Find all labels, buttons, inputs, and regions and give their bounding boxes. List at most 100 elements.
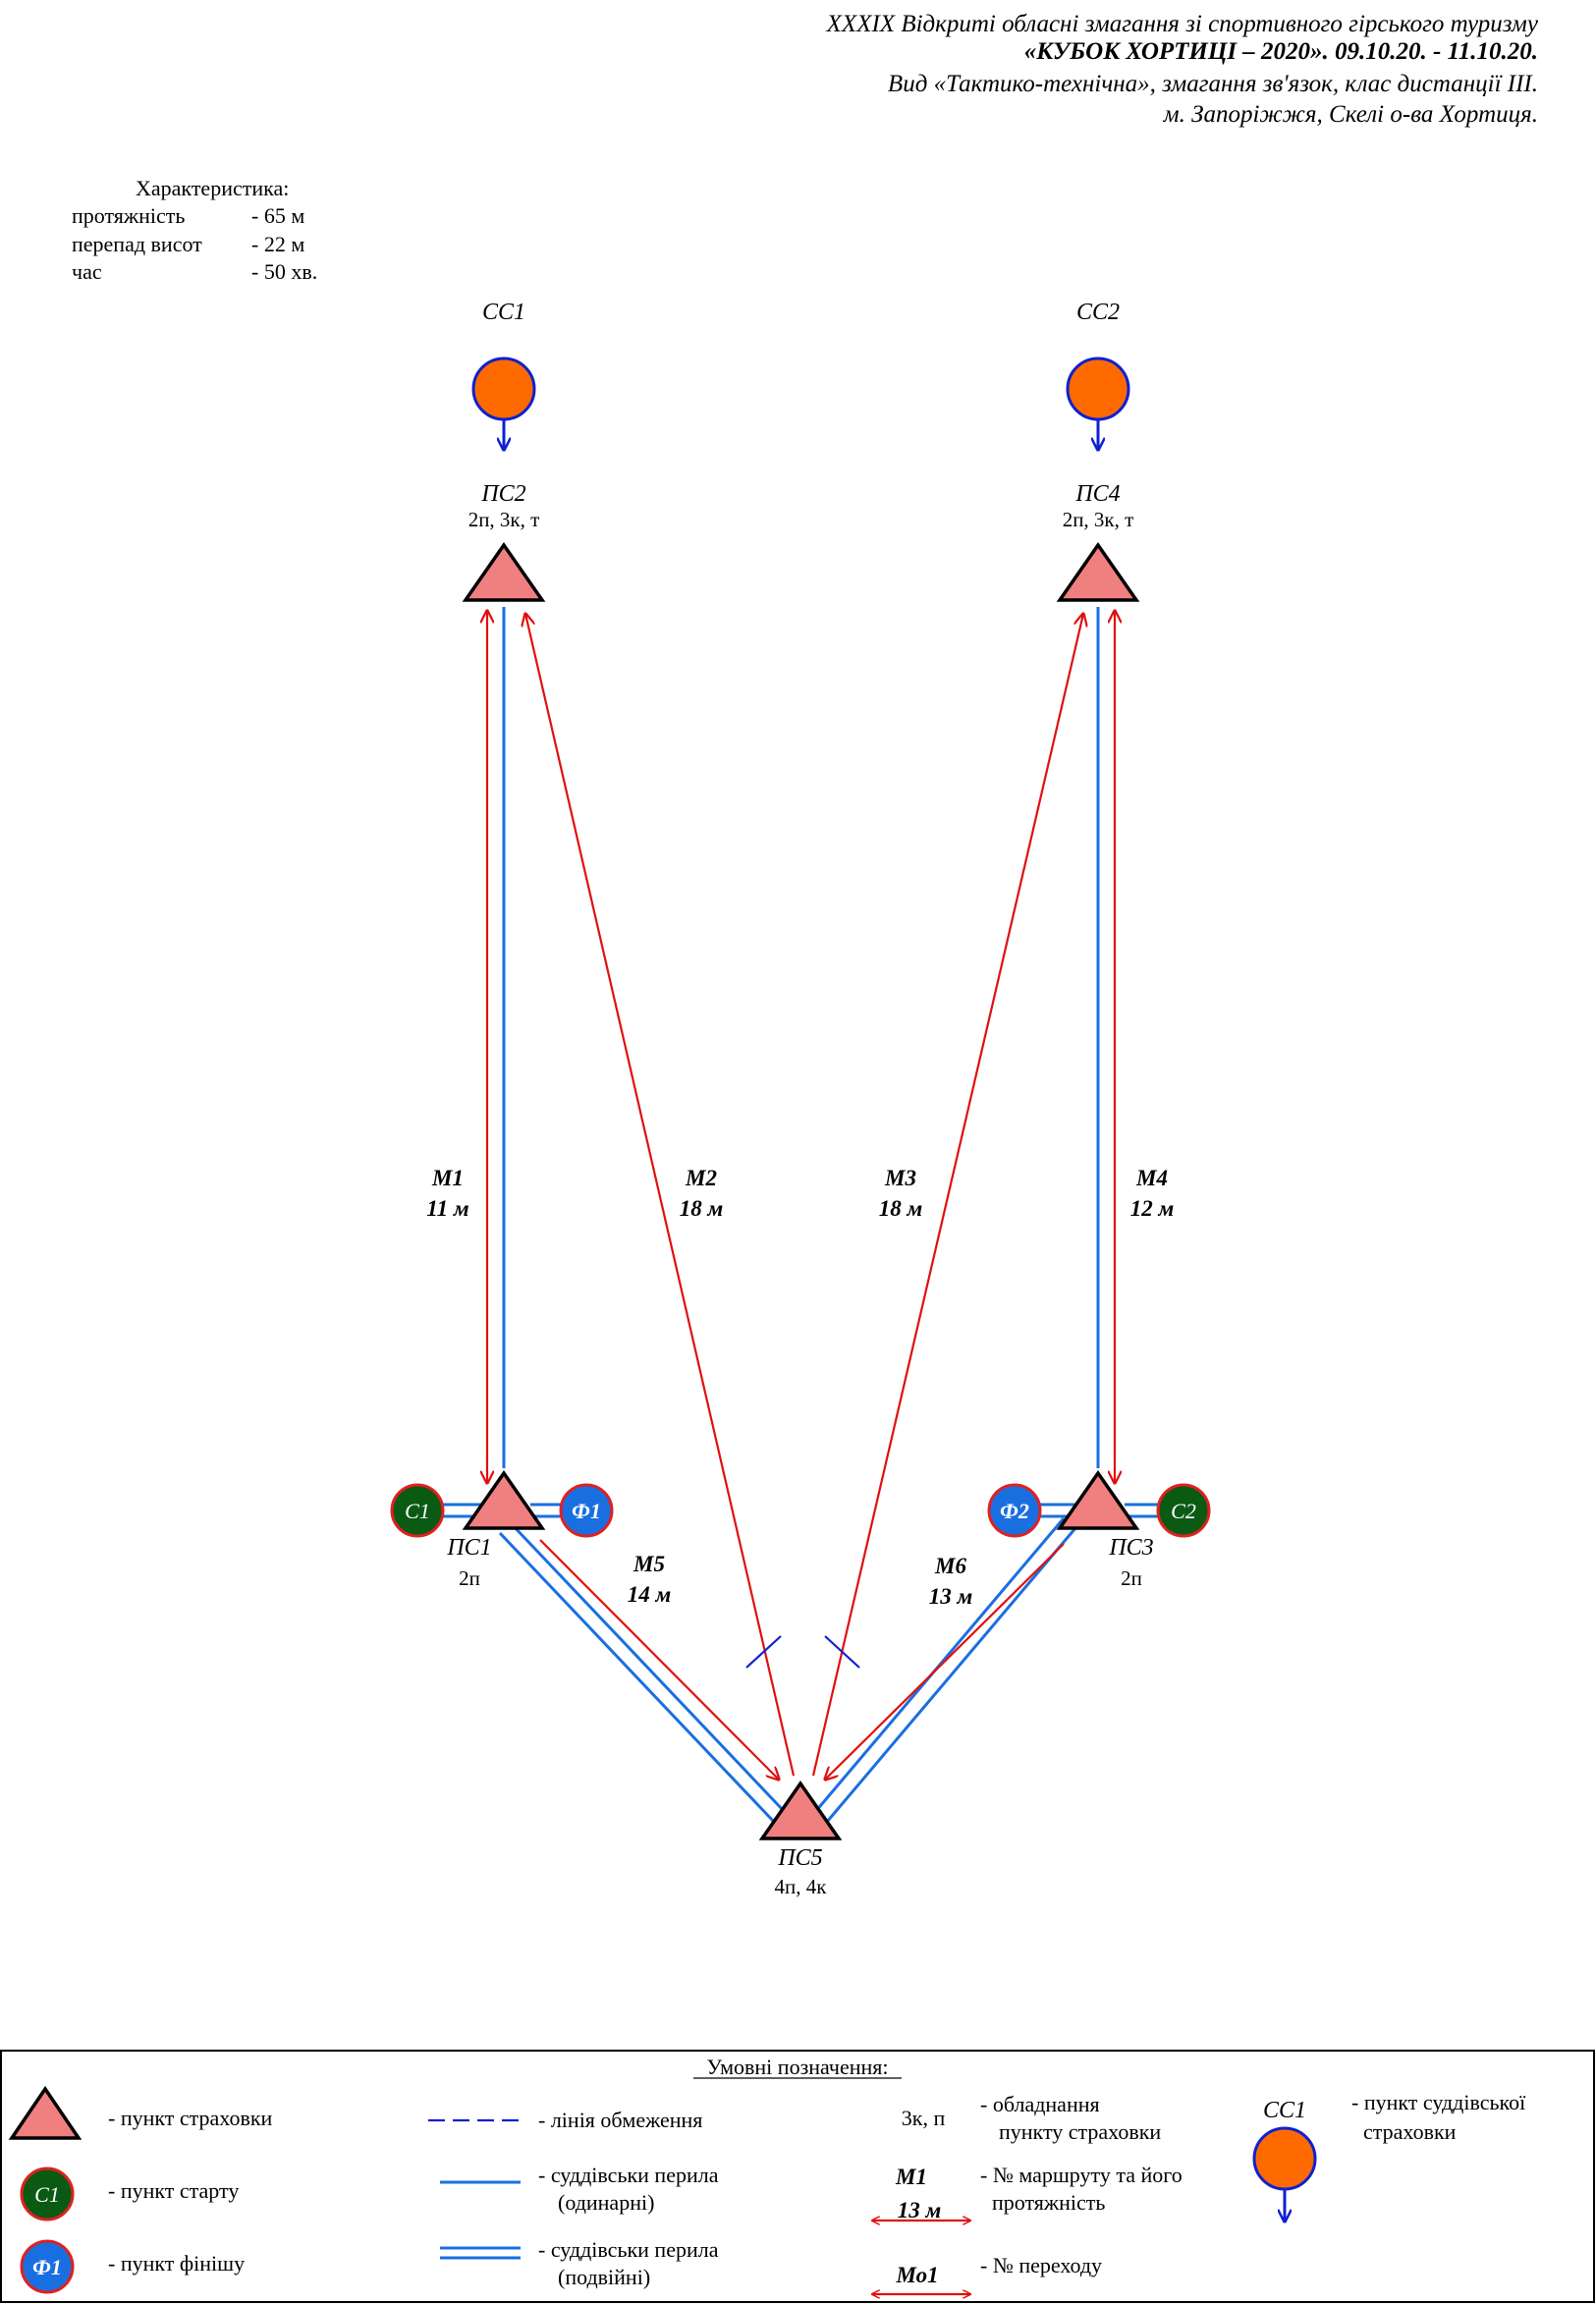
- ps3-equipment: 2п: [1121, 1566, 1142, 1590]
- ps2-equipment: 2п, 3к, т: [468, 508, 540, 531]
- route-m4-name: М4: [1135, 1166, 1168, 1190]
- ss2-label: СС2: [1076, 300, 1120, 325]
- legend-route-text-2: протяжність: [992, 2190, 1105, 2215]
- ps3-label: ПС3: [1108, 1535, 1153, 1561]
- rail-ps1-ps5-b: [498, 1531, 776, 1824]
- routes: [487, 611, 1115, 1780]
- ss1-label: СС1: [482, 300, 525, 325]
- judge-point-ss1: [471, 357, 536, 450]
- route-labels: М1 11 м М2 18 м М3 18 м М4 12 м М5 14 м …: [426, 1166, 1174, 1609]
- legend-start-text: - пункт старту: [108, 2178, 239, 2203]
- finish-f1: Ф1: [559, 1483, 614, 1538]
- header-line-2: «КУБОК ХОРТИЦІ – 2020». 09.10.20. - 11.1…: [1024, 38, 1538, 65]
- route-m6-name: М6: [934, 1554, 966, 1578]
- finish-f2: Ф2: [987, 1483, 1042, 1538]
- char-label-length: протяжність: [72, 203, 185, 228]
- finish-label-f1: Ф1: [572, 1499, 601, 1523]
- start-label-c2: С2: [1171, 1499, 1196, 1523]
- legend-frame: [0, 2050, 1595, 2303]
- route-m3-arrow: [811, 614, 1083, 1777]
- legend-restriction-text: - лінія обмеження: [538, 2108, 702, 2132]
- header-line-4: м. Запоріжжя, Скелі о-ва Хортиця.: [1163, 101, 1538, 128]
- route-m1-length: 11 м: [426, 1196, 468, 1221]
- route-m5-length: 14 м: [628, 1582, 672, 1607]
- header: XXXIX Відкриті обласні змагання зі спорт…: [826, 11, 1539, 128]
- ps5-equipment: 4п, 4к: [775, 1875, 828, 1898]
- legend-judge-circle: [1252, 2126, 1317, 2191]
- insurance-points: [462, 541, 1140, 1840]
- legend-double-rail-text-1: - суддівськи перила: [538, 2237, 719, 2262]
- route-m3-name: М3: [884, 1166, 916, 1190]
- start-circle-c2: [1156, 1483, 1211, 1538]
- legend-equipment-sample: 3к, п: [902, 2106, 946, 2130]
- legend-title: Умовні позначення:: [706, 2055, 888, 2079]
- ps3-triangle: [1056, 1469, 1140, 1530]
- char-value-elevation: - 22 м: [251, 232, 304, 256]
- judge-rails: [440, 607, 1164, 1824]
- restriction-line-left: [745, 1635, 782, 1669]
- legend-equipment-text-1: - обладнання: [980, 2092, 1100, 2116]
- legend-finish-circle: [20, 2239, 75, 2294]
- header-line-3: Вид «Тактико-технічна», змагання зв'язок…: [888, 71, 1538, 97]
- legend-route-sample-name: М1: [895, 2165, 927, 2189]
- finish-circle-f1: [559, 1483, 614, 1538]
- legend-single-rail-text-2: (одинарні): [558, 2190, 654, 2215]
- node-labels: СС1 СС2 ПС2 2п, 3к, т ПС4 2п, 3к, т ПС1 …: [446, 300, 1153, 1898]
- legend-transition-sample: Мо1: [895, 2263, 938, 2287]
- start-circle-c1: [390, 1483, 445, 1538]
- ps1-triangle: [462, 1469, 546, 1530]
- legend-finish-sample: Ф1: [32, 2255, 62, 2279]
- legend-start-sample: С1: [34, 2182, 60, 2207]
- ps1-label: ПС1: [446, 1535, 491, 1561]
- rail-ps1-ps5-a: [509, 1521, 787, 1814]
- ps2-triangle: [462, 541, 546, 602]
- judge-point-ss2: [1066, 357, 1130, 450]
- char-label-elevation: перепад висот: [72, 232, 202, 256]
- start-c1: С1: [390, 1483, 445, 1538]
- route-m2-length: 18 м: [680, 1196, 724, 1221]
- char-label-time: час: [72, 259, 102, 284]
- legend-judge-text-1: - пункт суддівської: [1351, 2090, 1526, 2114]
- route-m1-name: М1: [431, 1166, 464, 1190]
- legend-transition-text: - № переходу: [980, 2253, 1102, 2277]
- restriction-line-right: [824, 1635, 860, 1669]
- ps4-label: ПС4: [1074, 481, 1120, 507]
- route-m6-arrow: [825, 1543, 1065, 1780]
- finish-label-f2: Ф2: [1000, 1499, 1029, 1523]
- route-m4-length: 12 м: [1130, 1196, 1175, 1221]
- route-m2-name: М2: [685, 1166, 717, 1190]
- route-m5-arrow: [539, 1539, 779, 1780]
- judge-circle-ss2: [1066, 357, 1130, 421]
- route-m2-arrow: [525, 614, 796, 1777]
- ps4-triangle: [1056, 541, 1140, 602]
- judge-circle-ss1: [471, 357, 536, 421]
- route-m3-length: 18 м: [879, 1196, 923, 1221]
- legend-judge-text-2: страховки: [1363, 2119, 1457, 2144]
- legend-insurance-triangle: [8, 2085, 83, 2140]
- legend-route-text-1: - № маршруту та його: [980, 2163, 1183, 2187]
- ps5-label: ПС5: [777, 1845, 822, 1871]
- legend-single-rail-text-1: - суддівськи перила: [538, 2163, 719, 2187]
- start-c2: С2: [1156, 1483, 1211, 1538]
- restriction-lines: [745, 1635, 860, 1669]
- header-line-1: XXXIX Відкриті обласні змагання зі спорт…: [826, 11, 1539, 37]
- ps1-equipment: 2п: [459, 1566, 480, 1590]
- route-m6-length: 13 м: [929, 1584, 973, 1609]
- legend-insurance-text: - пункт страховки: [108, 2106, 273, 2130]
- legend-route-sample-length: 13 м: [898, 2198, 942, 2222]
- route-m5-name: М5: [633, 1552, 665, 1576]
- char-value-length: - 65 м: [251, 203, 304, 228]
- legend-equipment-text-2: пункту страховки: [999, 2119, 1161, 2144]
- ps2-label: ПС2: [480, 481, 525, 507]
- ps5-triangle: [758, 1780, 843, 1840]
- legend-judge-sample: СС1: [1263, 2098, 1306, 2123]
- legend-finish-text: - пункт фінішу: [108, 2251, 245, 2276]
- legend: Умовні позначення: - пункт страховки С1 …: [0, 2050, 1595, 2303]
- finish-circle-f2: [987, 1483, 1042, 1538]
- legend-double-rail-text-2: (подвійні): [558, 2265, 650, 2289]
- ps4-equipment: 2п, 3к, т: [1063, 508, 1134, 531]
- start-label-c1: С1: [405, 1499, 430, 1523]
- characteristics-title: Характеристика:: [136, 176, 289, 200]
- characteristics: Характеристика: протяжність - 65 м переп…: [72, 176, 317, 284]
